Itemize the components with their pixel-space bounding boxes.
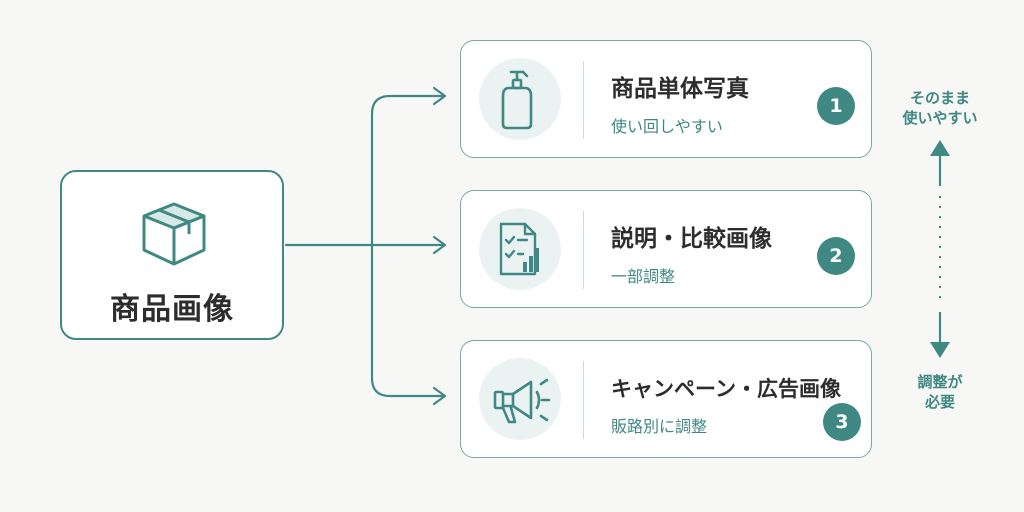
card-divider — [583, 361, 584, 439]
bottle-icon — [501, 70, 533, 130]
card-subtitle: 販路別に調整 — [611, 417, 708, 436]
scale-label-line: 調整が — [917, 373, 963, 391]
source-title: 商品画像 — [110, 292, 234, 327]
card-title: キャンペーン・広告画像 — [611, 377, 841, 401]
number-badge-3: 3 — [823, 403, 861, 441]
arrowhead-card-3 — [432, 386, 447, 406]
card-title: 説明・比較画像 — [611, 226, 772, 252]
connector-to-card-3 — [370, 243, 446, 398]
card-subtitle: 使い回しやすい — [611, 117, 723, 136]
icon-circle — [479, 358, 561, 440]
card-title: 商品単体写真 — [611, 76, 749, 102]
scale-label-easy-to-reuse: そのまま 使いやすい — [890, 88, 990, 128]
number-badge-2: 2 — [817, 237, 855, 275]
scale-label-line: そのまま — [909, 89, 970, 107]
icon-circle — [479, 58, 561, 140]
scale-arrow-up-icon — [930, 140, 950, 156]
box-icon — [142, 202, 206, 266]
arrowhead-card-1 — [432, 86, 447, 106]
megaphone-icon — [493, 378, 551, 424]
card-subtitle: 一部調整 — [611, 267, 676, 286]
scale-label-line: 使いやすい — [902, 109, 978, 127]
number-badge-1: 1 — [817, 87, 855, 125]
source-box-product-image: 商品画像 — [60, 170, 284, 340]
scale-label-line: 必要 — [924, 393, 955, 411]
document-chart-icon — [499, 222, 539, 276]
icon-circle — [479, 208, 561, 290]
card-explanation-comparison: 説明・比較画像 一部調整 2 — [460, 190, 872, 308]
arrowhead-card-2 — [432, 235, 447, 255]
card-single-product-photo: 商品単体写真 使い回しやすい 1 — [460, 40, 872, 158]
scale-label-needs-adjustment: 調整が 必要 — [890, 372, 990, 412]
card-divider — [583, 211, 584, 289]
connector-to-card-1 — [370, 94, 446, 247]
scale-arrow-down-icon — [930, 342, 950, 358]
card-divider — [583, 61, 584, 139]
card-campaign-ad: キャンペーン・広告画像 販路別に調整 3 — [460, 340, 872, 458]
scale-arrow — [930, 140, 950, 358]
